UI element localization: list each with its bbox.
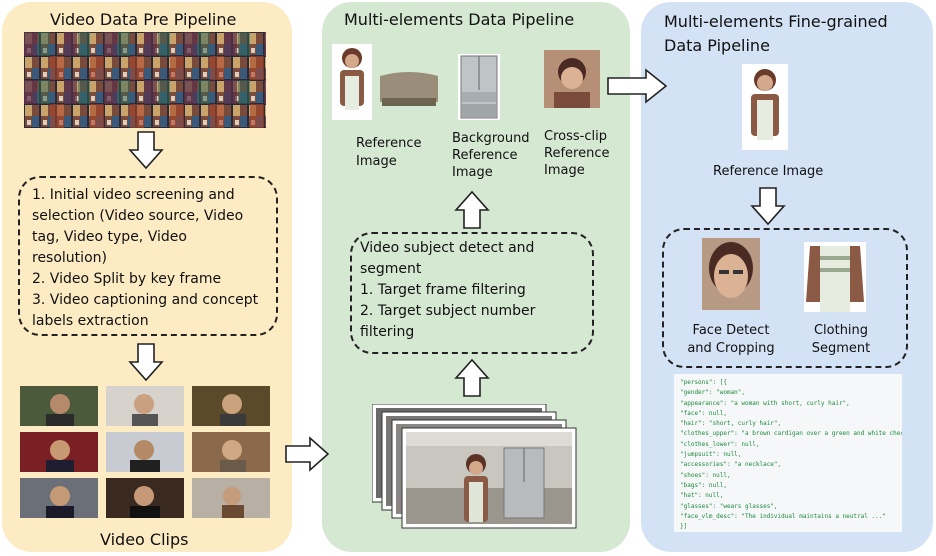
crossclip-woman-image [544, 50, 600, 108]
background-label-line: Image [452, 165, 493, 180]
face-detect-label: Face Detect and Cropping [686, 322, 776, 358]
detect-step-line: filtering [360, 324, 415, 340]
detect-steps-list: Video subject detect and segment 1. Targ… [360, 238, 535, 343]
json-line: "clothes_lower": null, [680, 440, 760, 448]
pre-step-line: tag, Video type, Video [32, 229, 187, 245]
background-label-line: Background [452, 131, 530, 146]
json-line: "persons": [{ [680, 379, 727, 386]
json-line: "gender": "woman", [680, 389, 746, 397]
clothing-label-line: Segment [811, 341, 871, 356]
up-arrow-icon [454, 358, 490, 397]
clothing-label-line: Clothing [813, 323, 869, 338]
json-line: "bags": null, [680, 481, 727, 489]
down-arrow-icon [750, 187, 786, 226]
clothing-segment-image [804, 242, 866, 312]
pre-steps-box [18, 176, 278, 336]
background-label: Background Reference Image [452, 130, 530, 181]
crossclip-label-line: Cross-clip [544, 129, 607, 144]
fine-reference-woman-image [742, 64, 788, 150]
json-line: "jumpsuit": null, [680, 451, 742, 459]
json-line: "hat": null, [680, 492, 724, 500]
pre-step-line: 2. Video Split by key frame [32, 271, 222, 287]
fine-pipeline-title: Multi-elements Fine-grained Data Pipelin… [664, 10, 888, 58]
pre-pipeline-title: Video Data Pre Pipeline [50, 10, 237, 29]
reference-label: Reference Image [356, 135, 421, 171]
reference-woman-image [332, 44, 372, 120]
stacked-video-frames [372, 404, 577, 529]
fine-title-line: Data Pipeline [664, 36, 770, 55]
pre-step-line: labels extraction [32, 313, 149, 329]
clothing-segment-label: Clothing Segment [806, 322, 876, 358]
crossclip-label: Cross-clip Reference Image [544, 128, 609, 179]
json-line: "face_vlm_desc": "The individual maintai… [680, 512, 886, 520]
crossclip-label-line: Image [544, 163, 585, 178]
background-couch-image [380, 72, 438, 106]
pre-step-line: 3. Video captioning and concept [32, 292, 259, 308]
crossclip-label-line: Reference [544, 146, 610, 161]
pre-step-line: selection (Video source, Video [32, 208, 244, 224]
json-line: "accessories": "a necklace", [680, 461, 782, 469]
fine-reference-label: Reference Image [713, 164, 824, 179]
json-line: "shoes": null, [680, 471, 731, 479]
detect-steps-box [350, 232, 594, 354]
json-line: "appearance": "a woman with short, curly… [680, 399, 850, 407]
json-line: "glasses": "wears glasses", [680, 502, 778, 510]
multi-pipeline-title: Multi-elements Data Pipeline [344, 10, 575, 29]
json-annotation: "persons": [{ "gender": "woman", "appear… [674, 374, 902, 532]
json-line: "face": null, [680, 409, 727, 417]
down-arrow-icon [128, 343, 164, 382]
json-line: "hair": "short, curly hair", [680, 420, 782, 428]
background-fridge-image [458, 54, 500, 120]
movie-posters-image [24, 32, 266, 128]
fine-steps-box [662, 228, 908, 368]
pre-steps-list: 1. Initial video screening and selection… [32, 185, 258, 332]
face-crop-image [702, 238, 760, 310]
pre-step-line: 1. Initial video screening and [32, 187, 235, 203]
detect-step-line: 2. Target subject number [360, 303, 536, 319]
pre-step-line: resolution) [32, 250, 107, 266]
up-arrow-icon [454, 190, 490, 229]
background-label-line: Reference [452, 148, 518, 163]
detect-step-line: Video subject detect and [360, 240, 535, 256]
detect-step-line: 1. Target frame filtering [360, 282, 526, 298]
face-label-line: and Cropping [687, 341, 775, 356]
face-label-line: Face Detect [692, 323, 770, 338]
reference-label-line: Image [356, 154, 397, 169]
json-line: }] [680, 523, 688, 531]
video-clips-label: Video Clips [100, 530, 189, 549]
detect-step-line: segment [360, 261, 422, 277]
right-arrow-icon [607, 68, 668, 104]
json-line: "clothes_upper": "a brown cardigan over … [680, 430, 902, 438]
right-arrow-icon [285, 436, 330, 472]
reference-label-line: Reference [356, 136, 422, 151]
fine-title-line: Multi-elements Fine-grained [664, 12, 888, 31]
video-clips-grid [20, 386, 270, 518]
down-arrow-icon [128, 131, 164, 170]
